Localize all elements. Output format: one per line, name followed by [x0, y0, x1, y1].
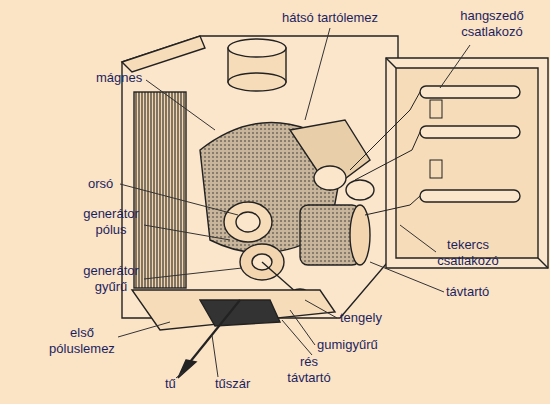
part-label: hangszedő csatlakozó — [446, 8, 538, 40]
part-label: tűszár — [215, 376, 250, 392]
part-label: tekercs csatlakozó — [430, 237, 506, 269]
part-label: generátor pólus — [78, 206, 144, 238]
part-label: orsó — [88, 176, 113, 192]
part-label: mágnes — [96, 70, 142, 86]
part-label: hátsó tartólemez — [282, 10, 378, 26]
part-label: első póluslemez — [42, 325, 122, 357]
part-label: generátor gyűrű — [78, 263, 144, 295]
part-label: tű — [165, 376, 176, 392]
part-label: távtartó — [446, 284, 489, 300]
part-label: tengely — [340, 310, 382, 326]
part-label: gumigyűrű — [317, 337, 378, 353]
part-label: rés távtartó — [278, 354, 340, 386]
